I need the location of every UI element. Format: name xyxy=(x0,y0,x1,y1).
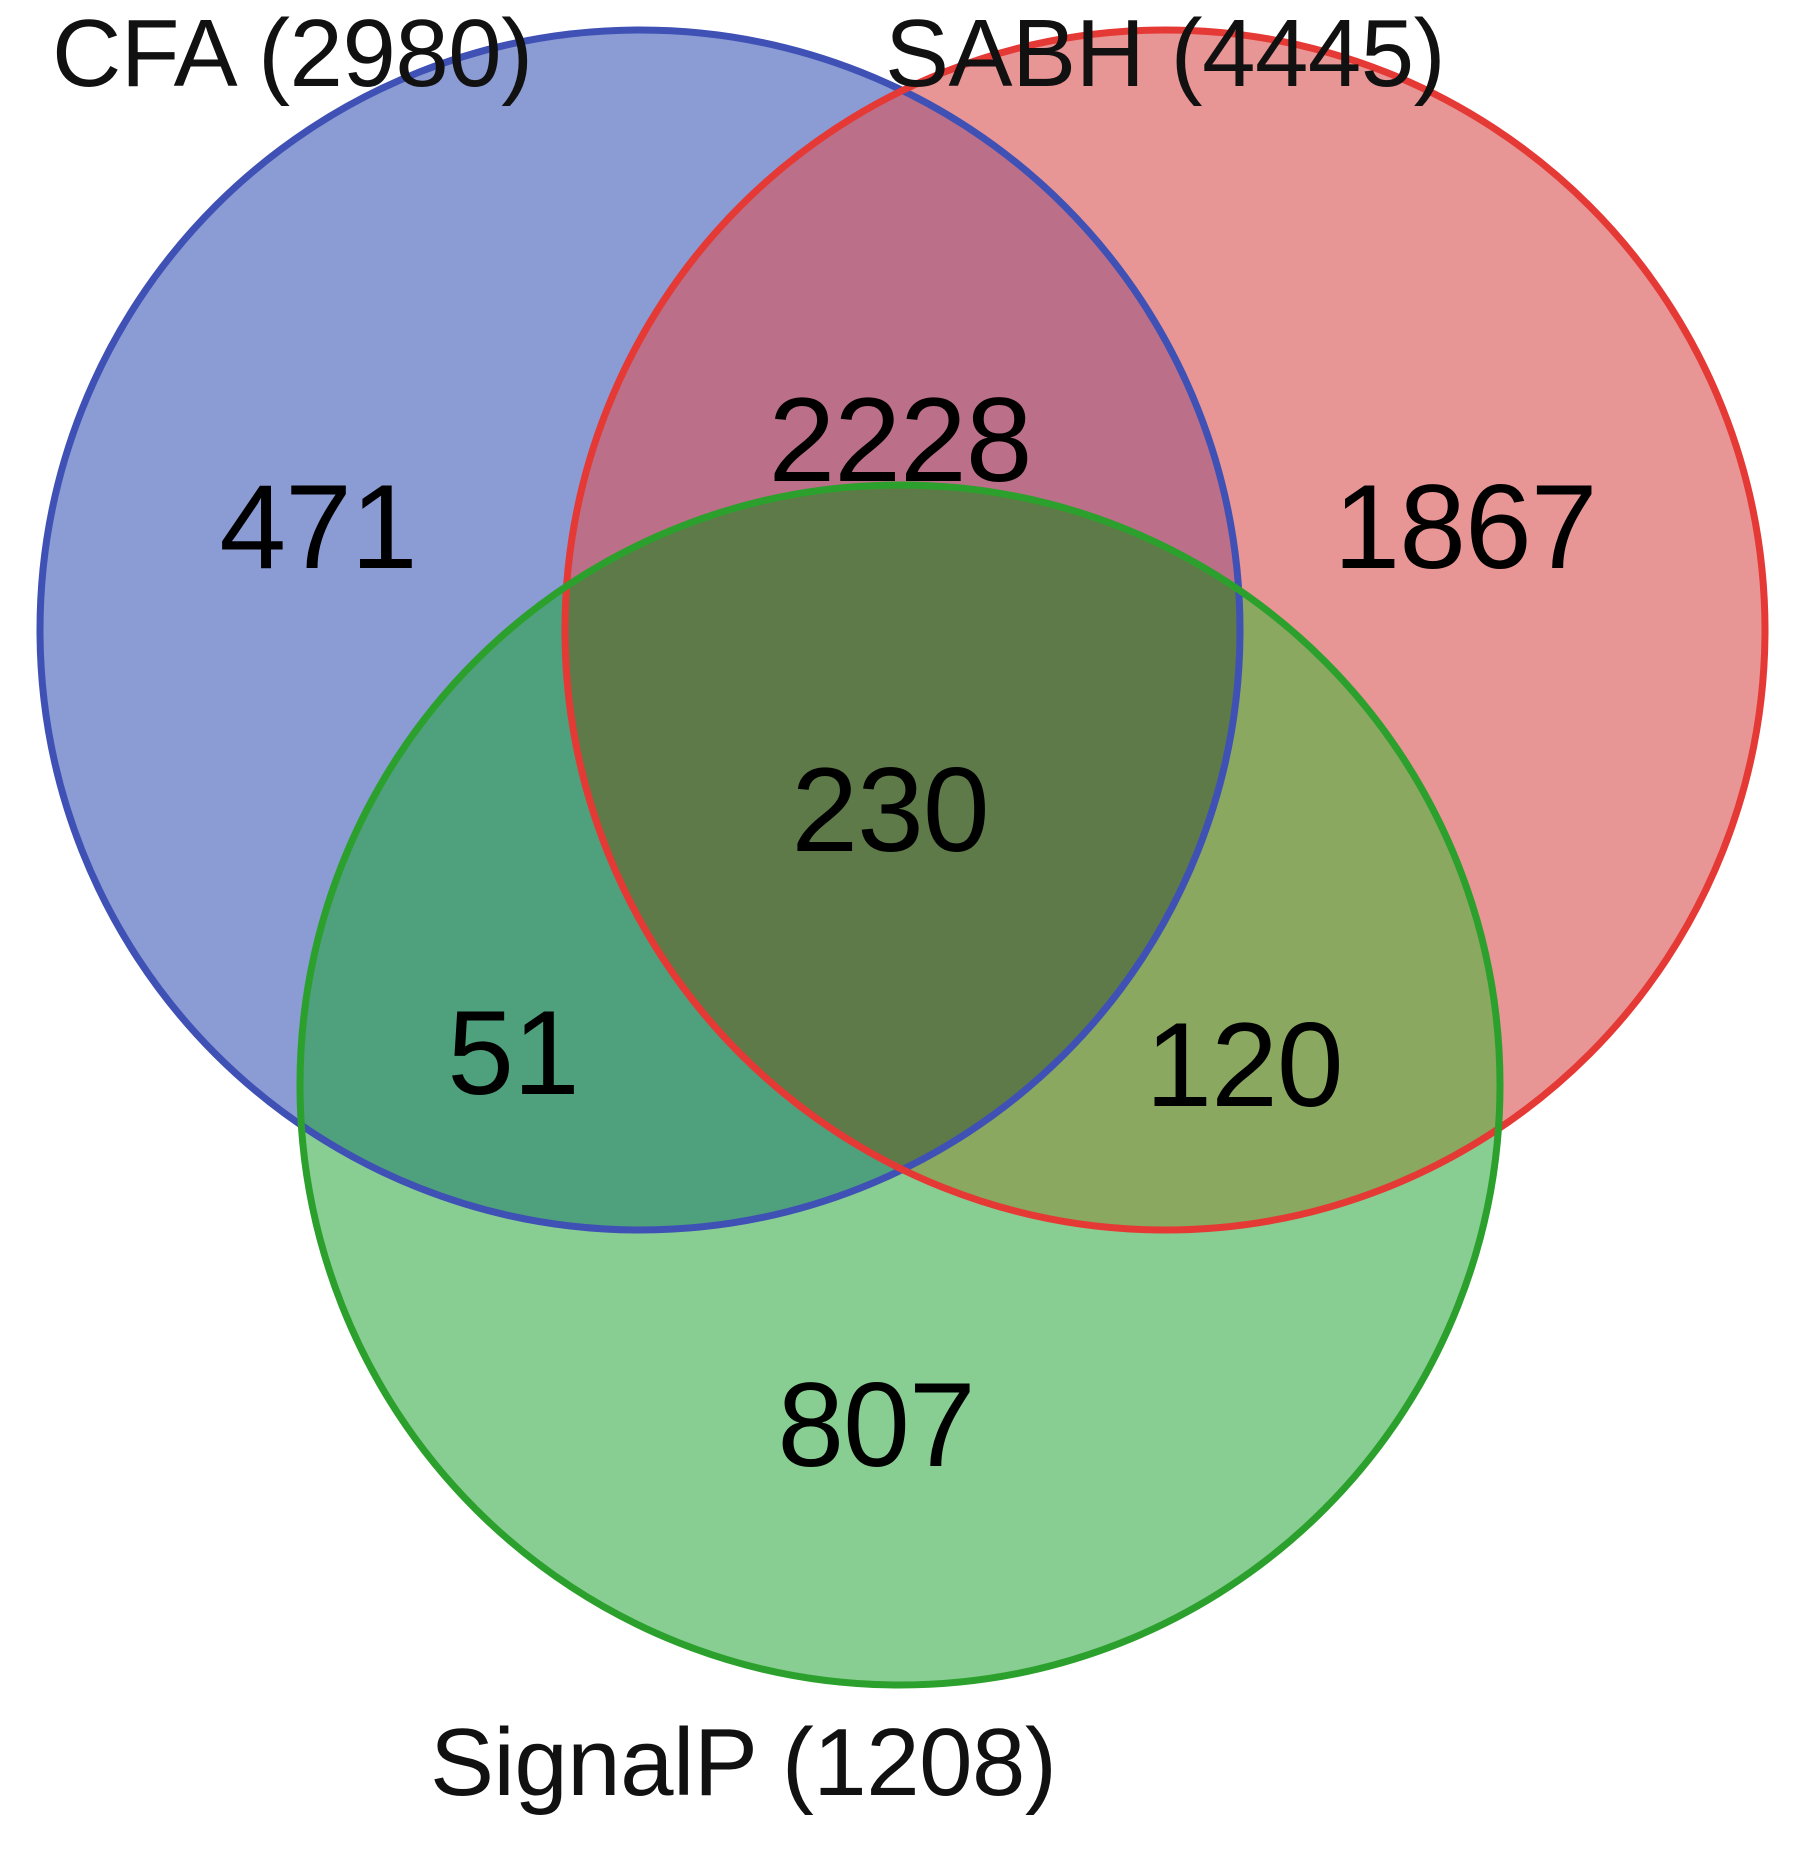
region-count-all-three: 230 xyxy=(791,743,989,877)
region-count-sabh-only: 1867 xyxy=(1333,460,1598,594)
circle-outline-sabh xyxy=(561,26,1769,1234)
set-label-sabh: SABH (4445) xyxy=(885,0,1446,107)
region-count-cfa-only: 471 xyxy=(219,460,417,594)
region-count-cfa-signalp: 51 xyxy=(447,986,579,1120)
intersection-fill-all-three xyxy=(565,485,1240,1230)
region-count-sabh-signalp: 120 xyxy=(1145,998,1343,1132)
circle-outline-cfa xyxy=(36,26,1244,1234)
set-label-cfa: CFA (2980) xyxy=(52,0,533,107)
region-count-cfa-sabh: 2228 xyxy=(768,373,1033,507)
region-count-signalp-only: 807 xyxy=(777,1358,975,1492)
circle-outline-signalp xyxy=(296,481,1504,1689)
set-label-signalp: SignalP (1208) xyxy=(430,1709,1057,1816)
